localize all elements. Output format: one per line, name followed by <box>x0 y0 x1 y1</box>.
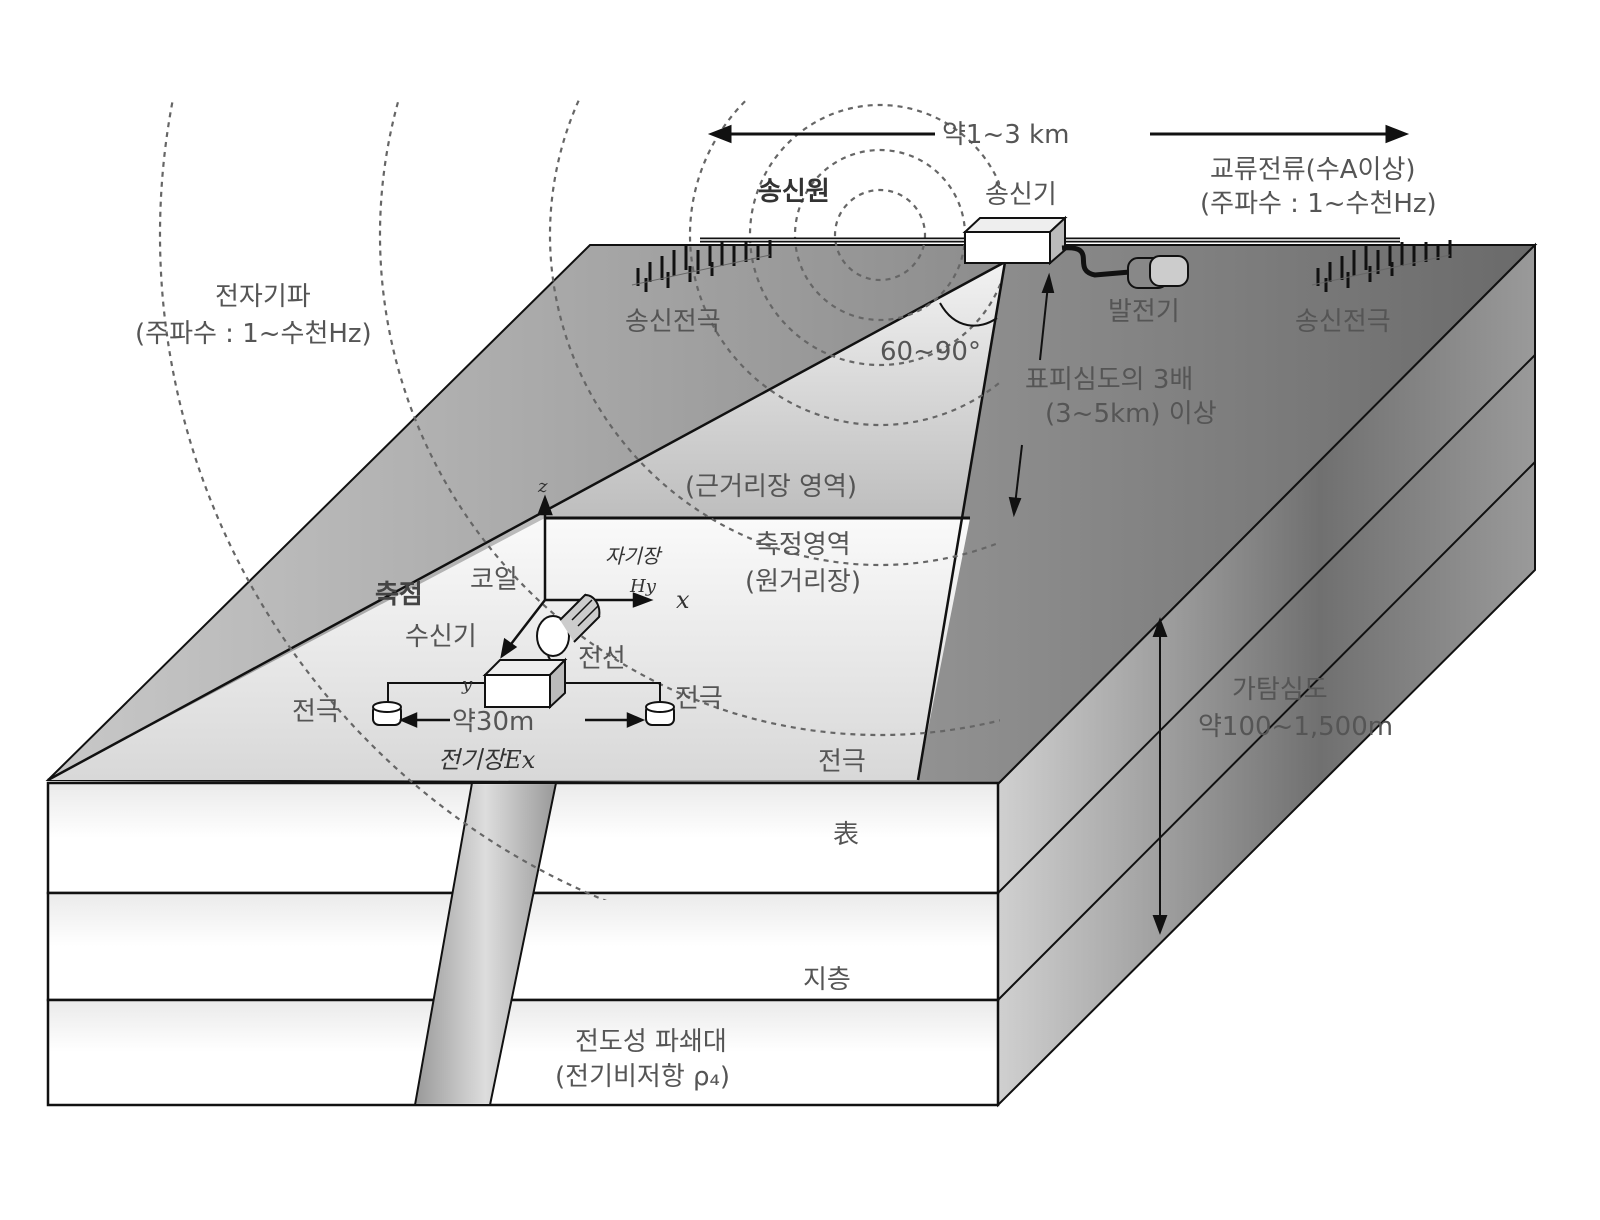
generator-icon <box>1127 255 1189 289</box>
z-axis-label: z <box>537 476 548 497</box>
transmitter-label: 송신기 <box>985 180 1057 210</box>
spacing-label: 약30m <box>452 707 534 737</box>
exploration-depth-label: 가탐심도 <box>1232 675 1328 705</box>
x-axis-label: x <box>676 586 690 614</box>
fault-resistivity-label: (전기비저항 ρ₄) <box>555 1062 730 1092</box>
station-label: 측점 <box>375 580 423 610</box>
near-field-label: (근거리장 영역) <box>685 472 857 502</box>
em-wave-label: 전자기파 <box>215 282 311 312</box>
angle-arc <box>939 302 998 327</box>
receiver-label: 수신기 <box>405 622 477 652</box>
layer-surface-label: 表 <box>833 820 859 850</box>
measure-area-label: 측정영역 <box>755 530 851 560</box>
generator-label: 발전기 <box>1108 297 1180 327</box>
source-label: 송신원 <box>758 177 830 207</box>
generator-cable <box>1061 245 1131 278</box>
angle-label: 60~90° <box>880 337 981 367</box>
distance-label: 약1~3 km <box>942 120 1069 150</box>
magnetic-field-label: 자기장 <box>605 544 663 568</box>
skin-depth-arrows <box>1008 272 1055 518</box>
ac-frequency-label: (주파수 : 1~수천Hz) <box>1200 189 1437 219</box>
receiver-setup <box>372 494 675 728</box>
fault-zone-band <box>413 782 558 1106</box>
skin-depth-range-label: (3~5km) 이상 <box>1045 399 1217 429</box>
tx-electrode-left-label: 송신전극 <box>625 307 721 337</box>
ac-current-label: 교류전류(수A이상) <box>1210 155 1416 185</box>
tx-electrode-left-icon <box>631 240 772 292</box>
far-field-label: (원거리장) <box>745 567 861 597</box>
exploration-depth-arrow <box>1152 617 1168 935</box>
tx-electrode-right-icon <box>1311 240 1452 292</box>
electrode-far-label: 전극 <box>818 747 866 777</box>
transmitter-box <box>962 215 1068 266</box>
electrode-left-label: 전극 <box>292 697 340 727</box>
y-axis-label: y <box>461 674 473 695</box>
magnetic-symbol-label: Hy <box>629 576 657 597</box>
distance-arrow <box>707 124 1410 144</box>
electrode-right-label: 전극 <box>675 684 723 714</box>
layer-strata-label: 지층 <box>803 965 851 995</box>
wire-label: 전선 <box>578 644 626 674</box>
coil-label: 코일 <box>470 565 518 595</box>
em-frequency-label: (주파수 : 1~수천Hz) <box>135 319 372 349</box>
skin-depth-label: 표피심도의 3배 <box>1025 365 1193 395</box>
tx-electrode-right-label: 송신전극 <box>1295 307 1391 337</box>
fault-zone-label: 전도성 파쇄대 <box>575 1027 727 1057</box>
exploration-depth-range-label: 약100~1,500m <box>1198 712 1393 742</box>
electric-field-label: 전기장Ex <box>438 746 536 774</box>
